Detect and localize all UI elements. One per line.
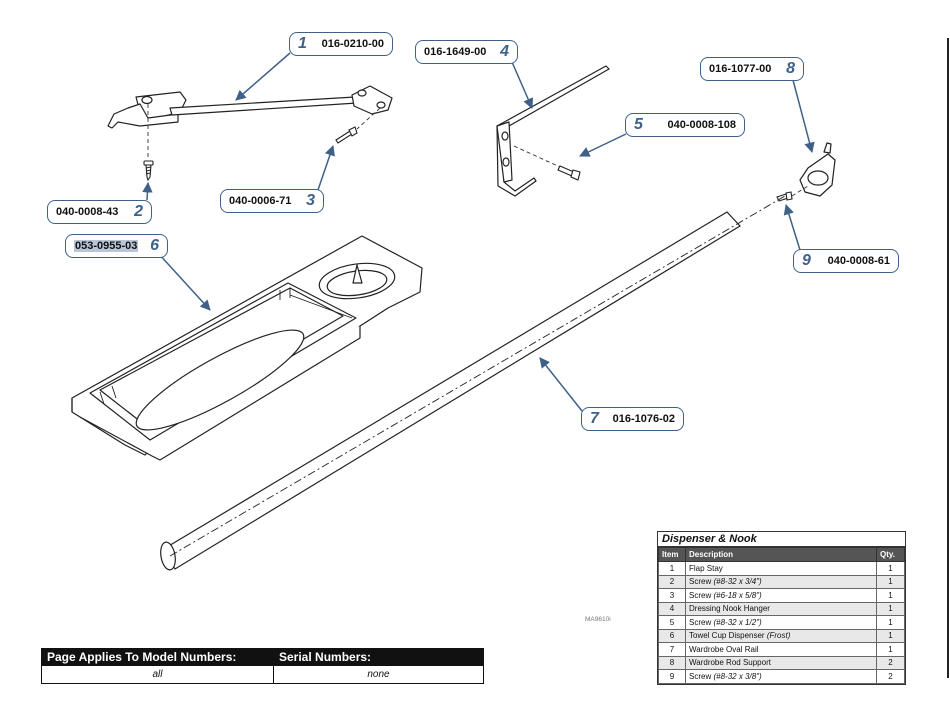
description-text: Flap Stay: [689, 563, 723, 573]
drawing-id: MA9610i: [585, 616, 611, 623]
header-qty: Qty.: [876, 547, 905, 562]
item-cell: 3: [658, 588, 686, 603]
oval-rail-drawing: [160, 195, 786, 571]
item-cell: 1: [658, 561, 686, 576]
screw-5-drawing: [557, 165, 581, 181]
description-text: Dressing Nook Hanger: [689, 604, 770, 614]
description-text: Screw: [689, 577, 712, 587]
nook-hanger-drawing: [496, 65, 610, 197]
part-number: 016-1649-00: [424, 46, 487, 58]
qty-cell: 1: [876, 561, 905, 576]
qty-cell: 1: [876, 615, 905, 630]
description-text: Screw: [689, 617, 712, 627]
callout-number: 8: [786, 60, 795, 77]
part-number: 053-0955-03: [74, 240, 139, 252]
screw-2-drawing: [143, 160, 154, 182]
description-note: (#6-18 x 5/8"): [713, 590, 762, 600]
callout-2: 2 040-0008-43: [47, 200, 152, 224]
item-cell: 6: [658, 628, 686, 643]
callout-9: 9 040-0008-61: [793, 249, 899, 273]
callout-4: 4 016-1649-00: [415, 40, 518, 64]
description-note: (#8-32 x 3/4"): [713, 577, 762, 587]
callout-number: 3: [306, 192, 315, 209]
part-number: 016-1077-00: [709, 63, 772, 75]
callout-number: 7: [590, 410, 599, 427]
qty-cell: 1: [876, 628, 905, 643]
description-cell: Wardrobe Rod Support: [685, 655, 877, 670]
part-number: 040-0006-71: [229, 195, 292, 207]
model-numbers-header: Page Applies To Model Numbers:: [42, 649, 274, 666]
model-numbers-value: all: [42, 666, 274, 683]
item-cell: 9: [658, 669, 686, 684]
callout-number: 9: [802, 252, 811, 269]
callout-number: 2: [134, 203, 143, 220]
qty-cell: 1: [876, 601, 905, 616]
item-cell: 7: [658, 642, 686, 657]
description-note: (#8-32 x 1/2"): [713, 617, 762, 627]
description-text: Screw: [689, 671, 712, 681]
serial-numbers-value: none: [367, 669, 390, 680]
towel-cup-dispenser-drawing: [71, 235, 423, 461]
model-numbers-table: Page Applies To Model Numbers: Serial Nu…: [41, 648, 484, 684]
description-text: Screw: [689, 590, 712, 600]
description-cell: Screw (#8-32 x 1/2"): [685, 615, 877, 630]
serial-numbers-header: Serial Numbers:: [274, 649, 483, 666]
description-text: Wardrobe Rod Support: [689, 658, 771, 668]
description-text: Wardrobe Oval Rail: [689, 644, 759, 654]
callout-6: 6 053-0955-03: [65, 234, 168, 258]
part-number: 040-0008-61: [827, 255, 890, 267]
callout-1: 1 016-0210-00: [289, 32, 393, 56]
callout-3: 3 040-0006-71: [220, 189, 324, 213]
part-number: 040-0008-108: [667, 119, 736, 131]
flap-stay-drawing: [107, 85, 393, 129]
description-cell: Flap Stay: [685, 561, 877, 576]
header-item: Item: [658, 547, 686, 562]
description-cell: Screw (#8-32 x 3/4"): [685, 574, 877, 589]
callout-number: 6: [150, 237, 159, 254]
description-cell: Screw (#6-18 x 5/8"): [685, 588, 877, 603]
callout-number: 4: [500, 43, 509, 60]
description-cell: Wardrobe Oval Rail: [685, 642, 877, 657]
callout-5: 5 040-0008-108: [625, 113, 745, 137]
description-text: Towel Cup Dispenser: [689, 631, 765, 641]
qty-cell: 1: [876, 574, 905, 589]
screw-3-drawing: [335, 126, 358, 144]
description-note: (#8-32 x 3/8"): [713, 671, 762, 681]
description-cell: Screw (#8-32 x 3/8"): [685, 669, 877, 684]
description-cell: Dressing Nook Hanger: [685, 601, 877, 616]
parts-table-title: Dispenser & Nook: [658, 532, 905, 547]
qty-cell: 2: [876, 669, 905, 684]
qty-cell: 1: [876, 588, 905, 603]
description-cell: Towel Cup Dispenser (Frost): [685, 628, 877, 643]
item-cell: 4: [658, 601, 686, 616]
callout-number: 1: [298, 35, 307, 52]
header-description: Description: [685, 547, 877, 562]
item-cell: 5: [658, 615, 686, 630]
part-number: 040-0008-43: [56, 206, 119, 218]
callout-7: 7 016-1076-02: [581, 407, 684, 431]
parts-table: Dispenser & Nook Item Description Qty. 1…: [657, 531, 906, 685]
description-note: (Frost): [766, 631, 791, 641]
page-edge-rule: [947, 38, 949, 678]
qty-cell: 1: [876, 642, 905, 657]
part-number: 016-0210-00: [321, 38, 384, 50]
item-cell: 2: [658, 574, 686, 589]
qty-cell: 2: [876, 655, 905, 670]
rod-support-drawing: [799, 142, 836, 197]
callout-number: 5: [634, 116, 643, 133]
callout-8: 8 016-1077-00: [700, 57, 804, 81]
part-number: 016-1076-02: [612, 413, 675, 425]
item-cell: 8: [658, 655, 686, 670]
